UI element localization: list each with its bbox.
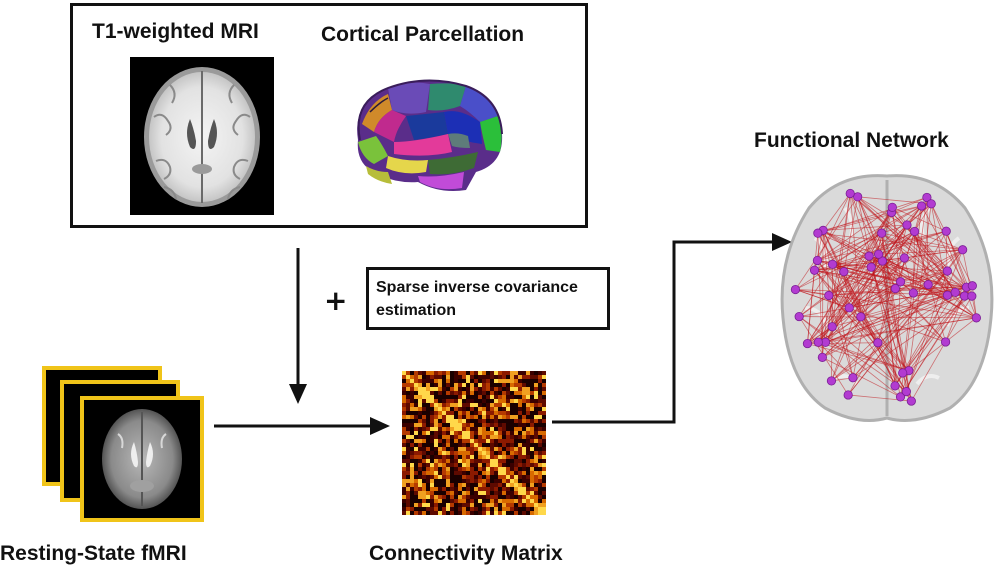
connectivity-matrix-label: Connectivity Matrix — [369, 542, 563, 565]
estimation-text-line1: Sparse inverse covariance — [376, 279, 578, 296]
connectivity-matrix-image — [402, 371, 546, 515]
estimation-box — [366, 267, 610, 330]
elbow-arrow — [552, 233, 792, 424]
resting-state-fmri-label: Resting-State fMRI — [0, 542, 187, 565]
right-arrow — [214, 417, 390, 435]
down-arrow — [289, 248, 307, 404]
plus-operator: + — [324, 284, 348, 317]
functional-network-image — [780, 174, 994, 422]
estimation-text-line2: estimation — [376, 302, 457, 319]
t1-mri-image — [130, 57, 274, 215]
t1-mri-label: T1-weighted MRI — [92, 20, 259, 43]
resting-state-fmri-image — [42, 366, 204, 522]
cortical-parcellation-image — [357, 79, 503, 191]
functional-network-label: Functional Network — [754, 129, 949, 152]
cortical-parcellation-label: Cortical Parcellation — [321, 23, 525, 46]
